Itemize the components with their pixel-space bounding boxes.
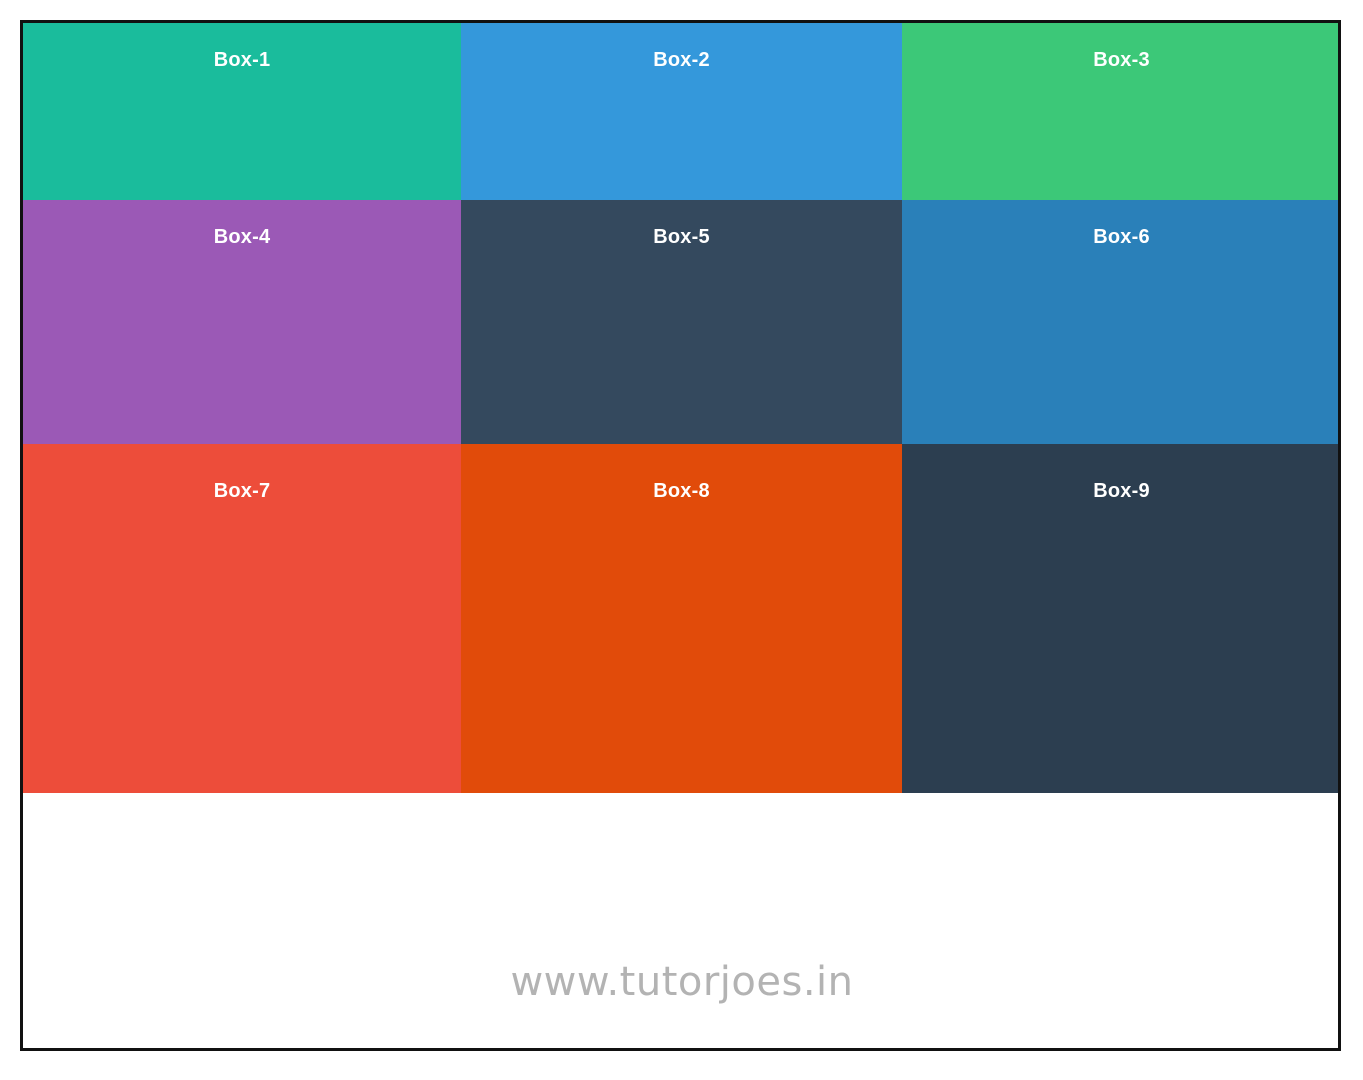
box-3: Box-3 bbox=[902, 23, 1338, 200]
box-2: Box-2 bbox=[461, 23, 902, 200]
box-label: Box-6 bbox=[1093, 226, 1150, 248]
box-label: Box-2 bbox=[653, 49, 710, 71]
box-4: Box-4 bbox=[23, 200, 461, 444]
box-label: Box-5 bbox=[653, 226, 710, 248]
box-label: Box-8 bbox=[653, 480, 710, 502]
box-1: Box-1 bbox=[23, 23, 461, 200]
box-9: Box-9 bbox=[902, 444, 1338, 793]
box-label: Box-9 bbox=[1093, 480, 1150, 502]
box-grid: Box-1 Box-2 Box-3 Box-4 Box-5 Box-6 Box-… bbox=[23, 23, 1338, 793]
box-label: Box-7 bbox=[213, 480, 271, 502]
box-5: Box-5 bbox=[461, 200, 902, 444]
box-6: Box-6 bbox=[902, 200, 1338, 444]
box-7: Box-7 bbox=[23, 444, 461, 793]
box-label: Box-3 bbox=[1093, 49, 1150, 71]
box-8: Box-8 bbox=[461, 444, 902, 793]
box-label: Box-4 bbox=[213, 226, 271, 248]
frame: Box-1 Box-2 Box-3 Box-4 Box-5 Box-6 Box-… bbox=[20, 20, 1341, 1051]
box-label: Box-1 bbox=[213, 49, 271, 71]
watermark: www.tutorjoes.in bbox=[510, 959, 854, 1005]
